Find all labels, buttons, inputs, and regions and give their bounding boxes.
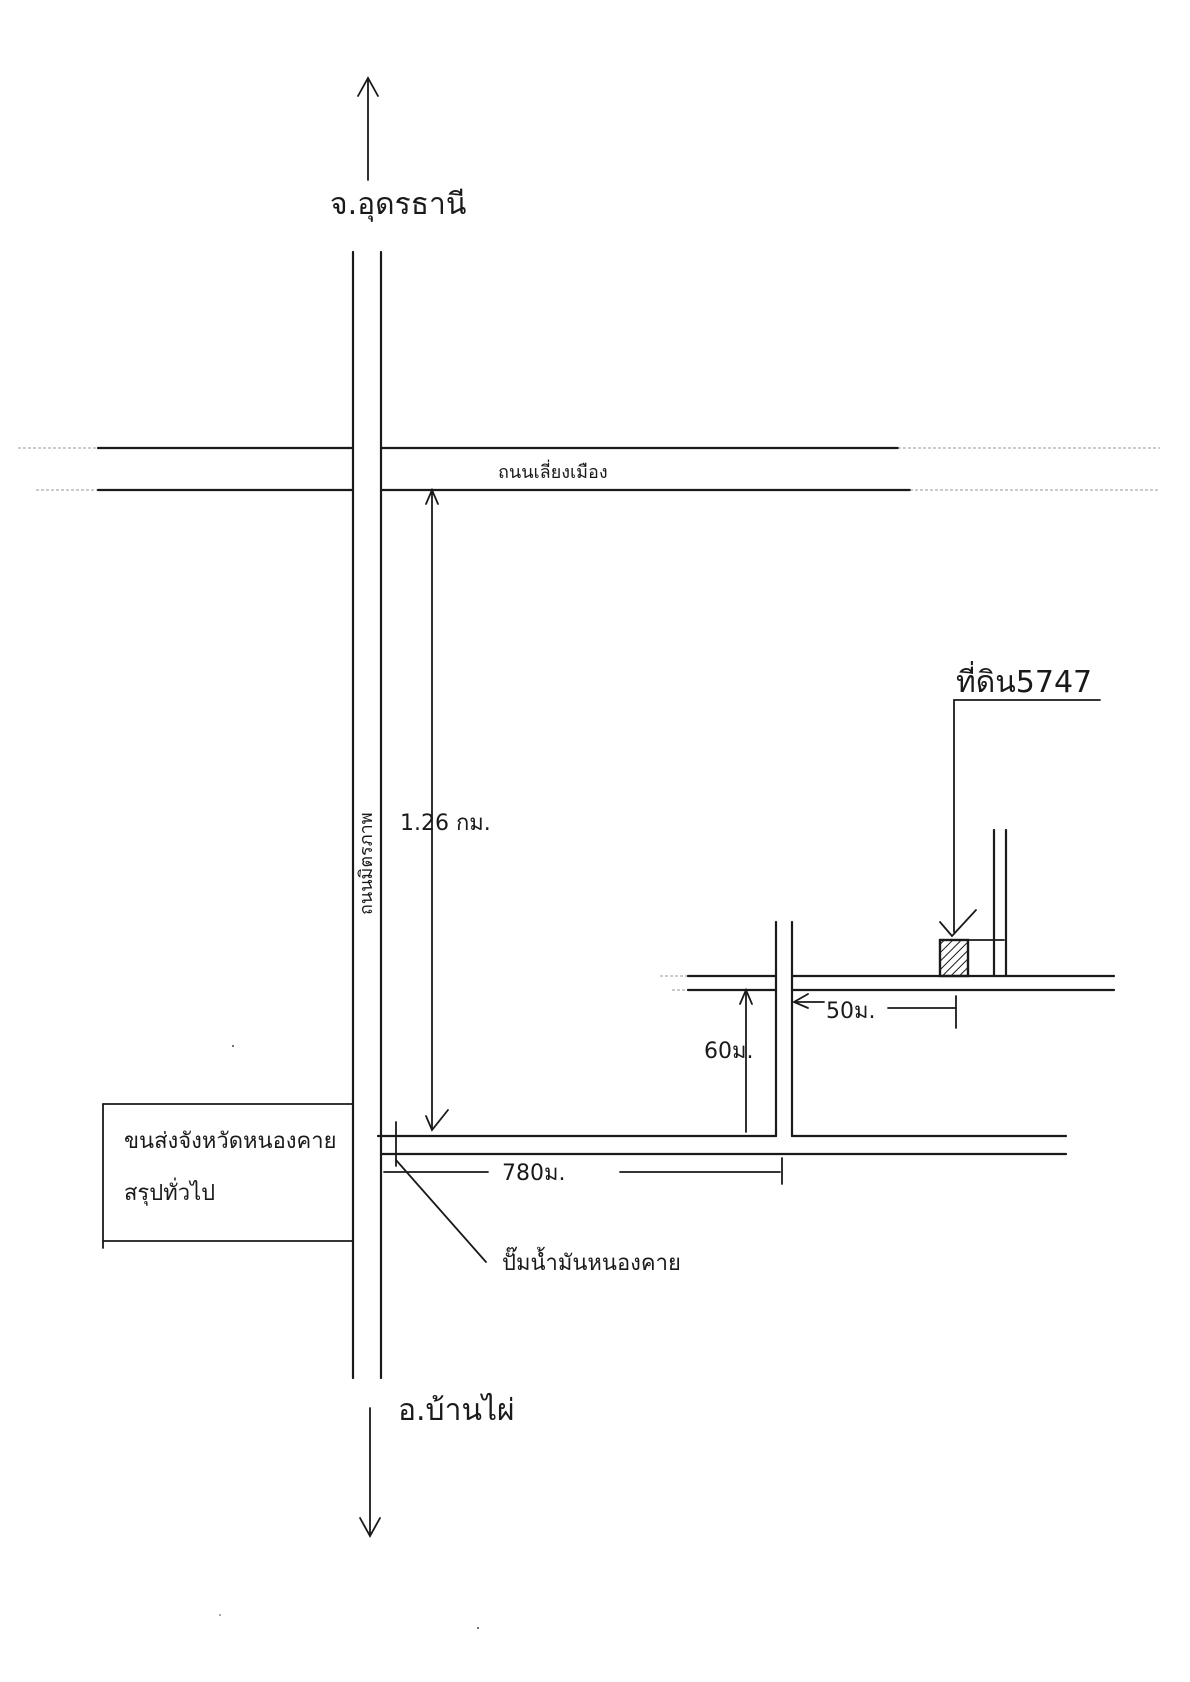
main-road [351, 250, 383, 1380]
office-label-line2: สรุปทั่วไป [124, 1177, 215, 1206]
south-label: อ.บ้านไผ่ [398, 1392, 515, 1428]
site-leader [939, 699, 1101, 938]
office-label-line1: ขนส่งจังหวัดหนองคาย [124, 1129, 336, 1154]
dimension-east [383, 1157, 783, 1185]
office-box [102, 1103, 354, 1249]
arrow-down-icon [359, 1407, 381, 1538]
north-label: จ.อุดรธานี [330, 187, 466, 223]
north-branch-road [774, 920, 794, 1138]
bypass-road [18, 446, 1160, 492]
junction-label: ปั๊มน้ำมันหนองคาย [502, 1246, 681, 1276]
main-road-label: ถนนมิตรภาพ [356, 812, 377, 915]
site-label: ที่ดิน5747 [956, 661, 1092, 700]
east-side-road [376, 1134, 1068, 1156]
distance-main-label: 1.26 กม. [400, 811, 491, 836]
distance-site-label: 50ม. [826, 999, 876, 1024]
arrow-up-icon [357, 76, 379, 181]
dimension-main [425, 487, 449, 1132]
hatched-square-icon [938, 938, 1005, 978]
distance-east-label: 780ม. [502, 1161, 566, 1186]
junction-marker [395, 1121, 487, 1263]
dimension-site [791, 993, 957, 1029]
upper-east-road [660, 974, 1116, 992]
scan-specks [219, 1045, 479, 1629]
far-east-road [992, 828, 1008, 978]
distance-north-branch-label: 60ม. [704, 1039, 754, 1064]
bypass-road-label: ถนนเลี่ยงเมือง [498, 459, 608, 483]
